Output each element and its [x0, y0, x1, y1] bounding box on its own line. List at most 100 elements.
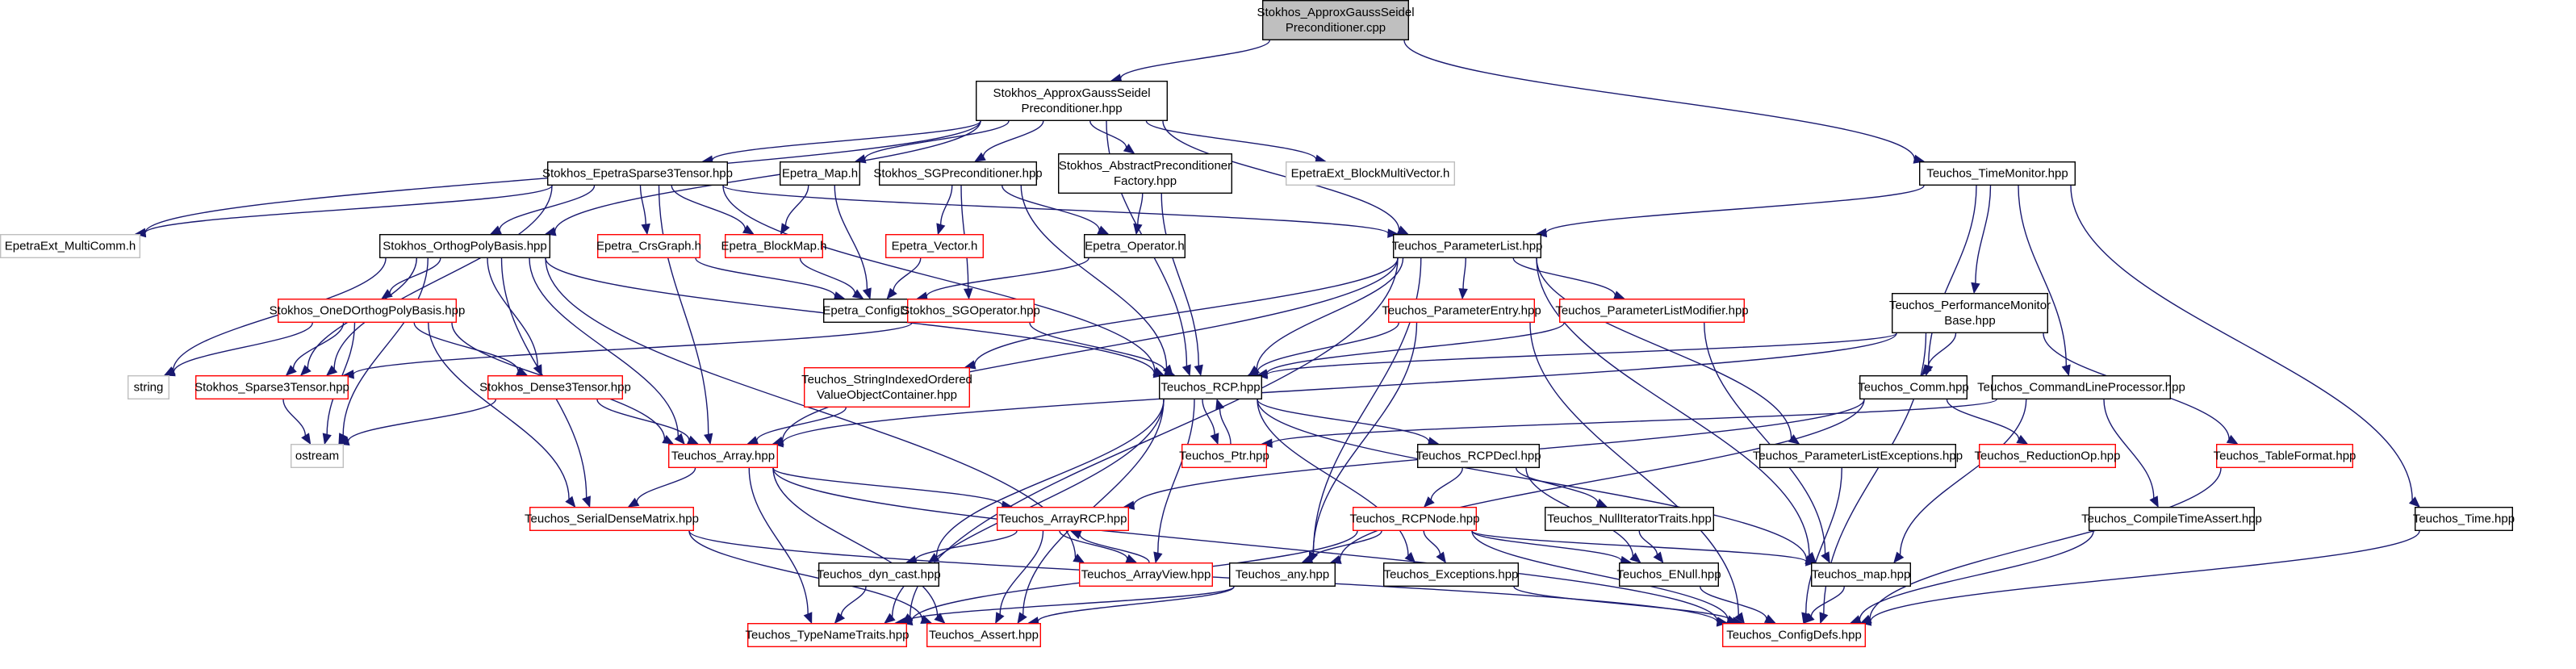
edge-arrowhead — [1097, 225, 1110, 235]
edge-arrowhead — [1821, 551, 1830, 564]
node-ple[interactable]: Teuchos_ParameterListExceptions.hpp — [1753, 444, 1963, 469]
node-sgp[interactable]: Stokhos_SGPreconditioner.hpp — [873, 161, 1043, 186]
edge-odopb-to-s3t — [285, 322, 345, 376]
edge-line — [292, 322, 345, 369]
node-box — [975, 80, 1168, 121]
node-d3t[interactable]: Stokhos_Dense3Tensor.hpp — [479, 375, 631, 400]
node-label: Teuchos_Array.hpp — [671, 449, 775, 463]
node-sdm[interactable]: Teuchos_SerialDenseMatrix.hpp — [525, 507, 699, 532]
edge-line — [915, 530, 1018, 561]
node-sivoc[interactable]: Teuchos_StringIndexedOrderedValueObjectC… — [801, 367, 972, 408]
edge-arrowhead — [2226, 434, 2239, 445]
node-eps3[interactable]: Stokhos_EpetraSparse3Tensor.hpp — [542, 161, 733, 186]
edge-line — [1946, 399, 2020, 440]
node-pe[interactable]: Teuchos_ParameterEntry.hpp — [1382, 299, 1541, 324]
node-label: Teuchos_ParameterListModifier.hpp — [1555, 304, 1748, 318]
node-clp[interactable]: Teuchos_CommandLineProcessor.hpp — [1977, 375, 2185, 400]
edge-root-to-tm — [1403, 40, 1926, 164]
edge-arrowhead — [1913, 154, 1926, 164]
edge-tm-to-pmb — [1971, 185, 1992, 295]
edge-arrowhead — [1612, 291, 1625, 300]
node-emap[interactable]: Epetra_Map.h — [780, 161, 861, 186]
node-eop[interactable]: Epetra_Operator.h — [1083, 234, 1186, 259]
edge-sgp-to-evec — [936, 185, 953, 236]
edge-arrowhead — [1849, 615, 1862, 624]
node-arcp[interactable]: Teuchos_ArrayRCP.hpp — [996, 507, 1129, 532]
node-box — [1721, 623, 1866, 648]
node-sgop[interactable]: Stokhos_SGOperator.hpp — [901, 299, 1040, 324]
node-rcp[interactable]: Teuchos_RCP.hpp — [1158, 375, 1262, 400]
edge-pl-to-pe — [1458, 257, 1468, 300]
edge-arrowhead — [1123, 143, 1135, 154]
edge-line — [1059, 530, 1128, 559]
node-opb[interactable]: Stokhos_OrthogPolyBasis.hpp — [379, 234, 551, 259]
node-ptr[interactable]: Teuchos_Ptr.hpp — [1179, 444, 1269, 469]
edge-line — [1700, 586, 1767, 620]
edge-arrowhead — [565, 495, 576, 508]
edge-apf-to-eop — [1133, 193, 1144, 236]
edge-arr-to-tnt — [748, 467, 813, 625]
node-enull[interactable]: Teuchos_ENull.hpp — [1616, 562, 1721, 587]
node-any[interactable]: Teuchos_any.hpp — [1228, 562, 1336, 587]
edge-rcp-to-av — [1153, 399, 1195, 564]
node-box — [529, 507, 695, 532]
node-agsp[interactable]: Stokhos_ApproxGaussSeidelPreconditioner.… — [975, 80, 1168, 121]
node-comm[interactable]: Teuchos_Comm.hpp — [1858, 375, 1969, 400]
edge-arrowhead — [742, 224, 755, 235]
node-time[interactable]: Teuchos_Time.hpp — [2413, 507, 2515, 532]
edge-line — [695, 257, 836, 297]
edge-rcpdecl-to-rcpnode — [1423, 467, 1463, 508]
edge-line — [772, 467, 1003, 506]
edge-eps3-to-emc — [134, 185, 553, 238]
node-tm[interactable]: Teuchos_TimeMonitor.hpp — [1918, 161, 2076, 186]
node-ostream: ostream — [291, 444, 345, 469]
node-exc[interactable]: Teuchos_Exceptions.hpp — [1382, 562, 1519, 587]
node-odopb[interactable]: Stokhos_OneDOrthogPolyBasis.hpp — [270, 299, 466, 324]
edge-agsp-to-opb — [544, 120, 981, 236]
edge-line — [1638, 530, 1658, 555]
node-av[interactable]: Teuchos_ArrayView.hpp — [1078, 562, 1213, 587]
edge-arrowhead — [780, 223, 790, 236]
node-label: Teuchos_PerformanceMonitor — [1889, 299, 2051, 312]
edge-arrowhead — [516, 366, 529, 376]
node-cta[interactable]: Teuchos_CompileTimeAssert.hpp — [2081, 507, 2262, 532]
edge-line — [671, 185, 746, 230]
node-rcpdecl[interactable]: Teuchos_RCPDecl.hpp — [1416, 444, 1541, 469]
node-asrt[interactable]: Teuchos_Assert.hpp — [926, 623, 1041, 648]
node-rop[interactable]: Teuchos_ReductionOp.hpp — [1975, 444, 2121, 469]
node-label: Teuchos_Assert.hpp — [929, 629, 1039, 642]
node-evec[interactable]: Epetra_Vector.h — [884, 234, 984, 259]
node-ebmv: EpetraExt_BlockMultiVector.h — [1285, 161, 1455, 186]
edge-arrowhead — [1734, 612, 1745, 625]
node-ebm[interactable]: Epetra_BlockMap.h — [721, 234, 827, 259]
node-crs[interactable]: Epetra_CrsGraph.h — [596, 234, 701, 259]
edge-arrowhead — [301, 433, 312, 445]
edge-line — [636, 467, 696, 503]
node-pl[interactable]: Teuchos_ParameterList.hpp — [1392, 234, 1543, 259]
node-s3t[interactable]: Stokhos_Sparse3Tensor.hpp — [194, 375, 349, 400]
node-nit[interactable]: Teuchos_NullIteratorTraits.hpp — [1544, 507, 1714, 532]
node-arr[interactable]: Teuchos_Array.hpp — [668, 444, 779, 469]
node-box — [1891, 293, 2048, 334]
node-box — [1228, 562, 1336, 587]
node-box — [1859, 375, 1968, 400]
node-tnt[interactable]: Teuchos_TypeNameTraits.hpp — [746, 623, 910, 648]
edge-arrowhead — [884, 613, 896, 624]
node-cfg[interactable]: Teuchos_ConfigDefs.hpp — [1721, 623, 1866, 648]
node-apf[interactable]: Stokhos_AbstractPreconditionerFactory.hp… — [1057, 153, 1232, 194]
node-box — [1285, 161, 1455, 186]
node-dyn[interactable]: Teuchos_dyn_cast.hpp — [817, 562, 941, 587]
edge-arrowhead — [1181, 364, 1191, 377]
node-rcpnode[interactable]: Teuchos_RCPNode.hpp — [1350, 507, 1480, 532]
node-plm[interactable]: Teuchos_ParameterListModifier.hpp — [1555, 299, 1749, 324]
node-root[interactable]: Stokhos_ApproxGaussSeidelPreconditioner.… — [1257, 0, 1415, 40]
node-tf[interactable]: Teuchos_TableFormat.hpp — [2214, 444, 2356, 469]
edge-line — [173, 322, 313, 373]
edge-line — [1157, 399, 1195, 554]
edge-arr-to-sdm — [627, 467, 696, 508]
edge-arrowhead — [1423, 496, 1435, 508]
edge-line — [1870, 530, 2420, 622]
edge-arrowhead — [641, 223, 650, 236]
node-map[interactable]: Teuchos_map.hpp — [1810, 562, 1911, 587]
